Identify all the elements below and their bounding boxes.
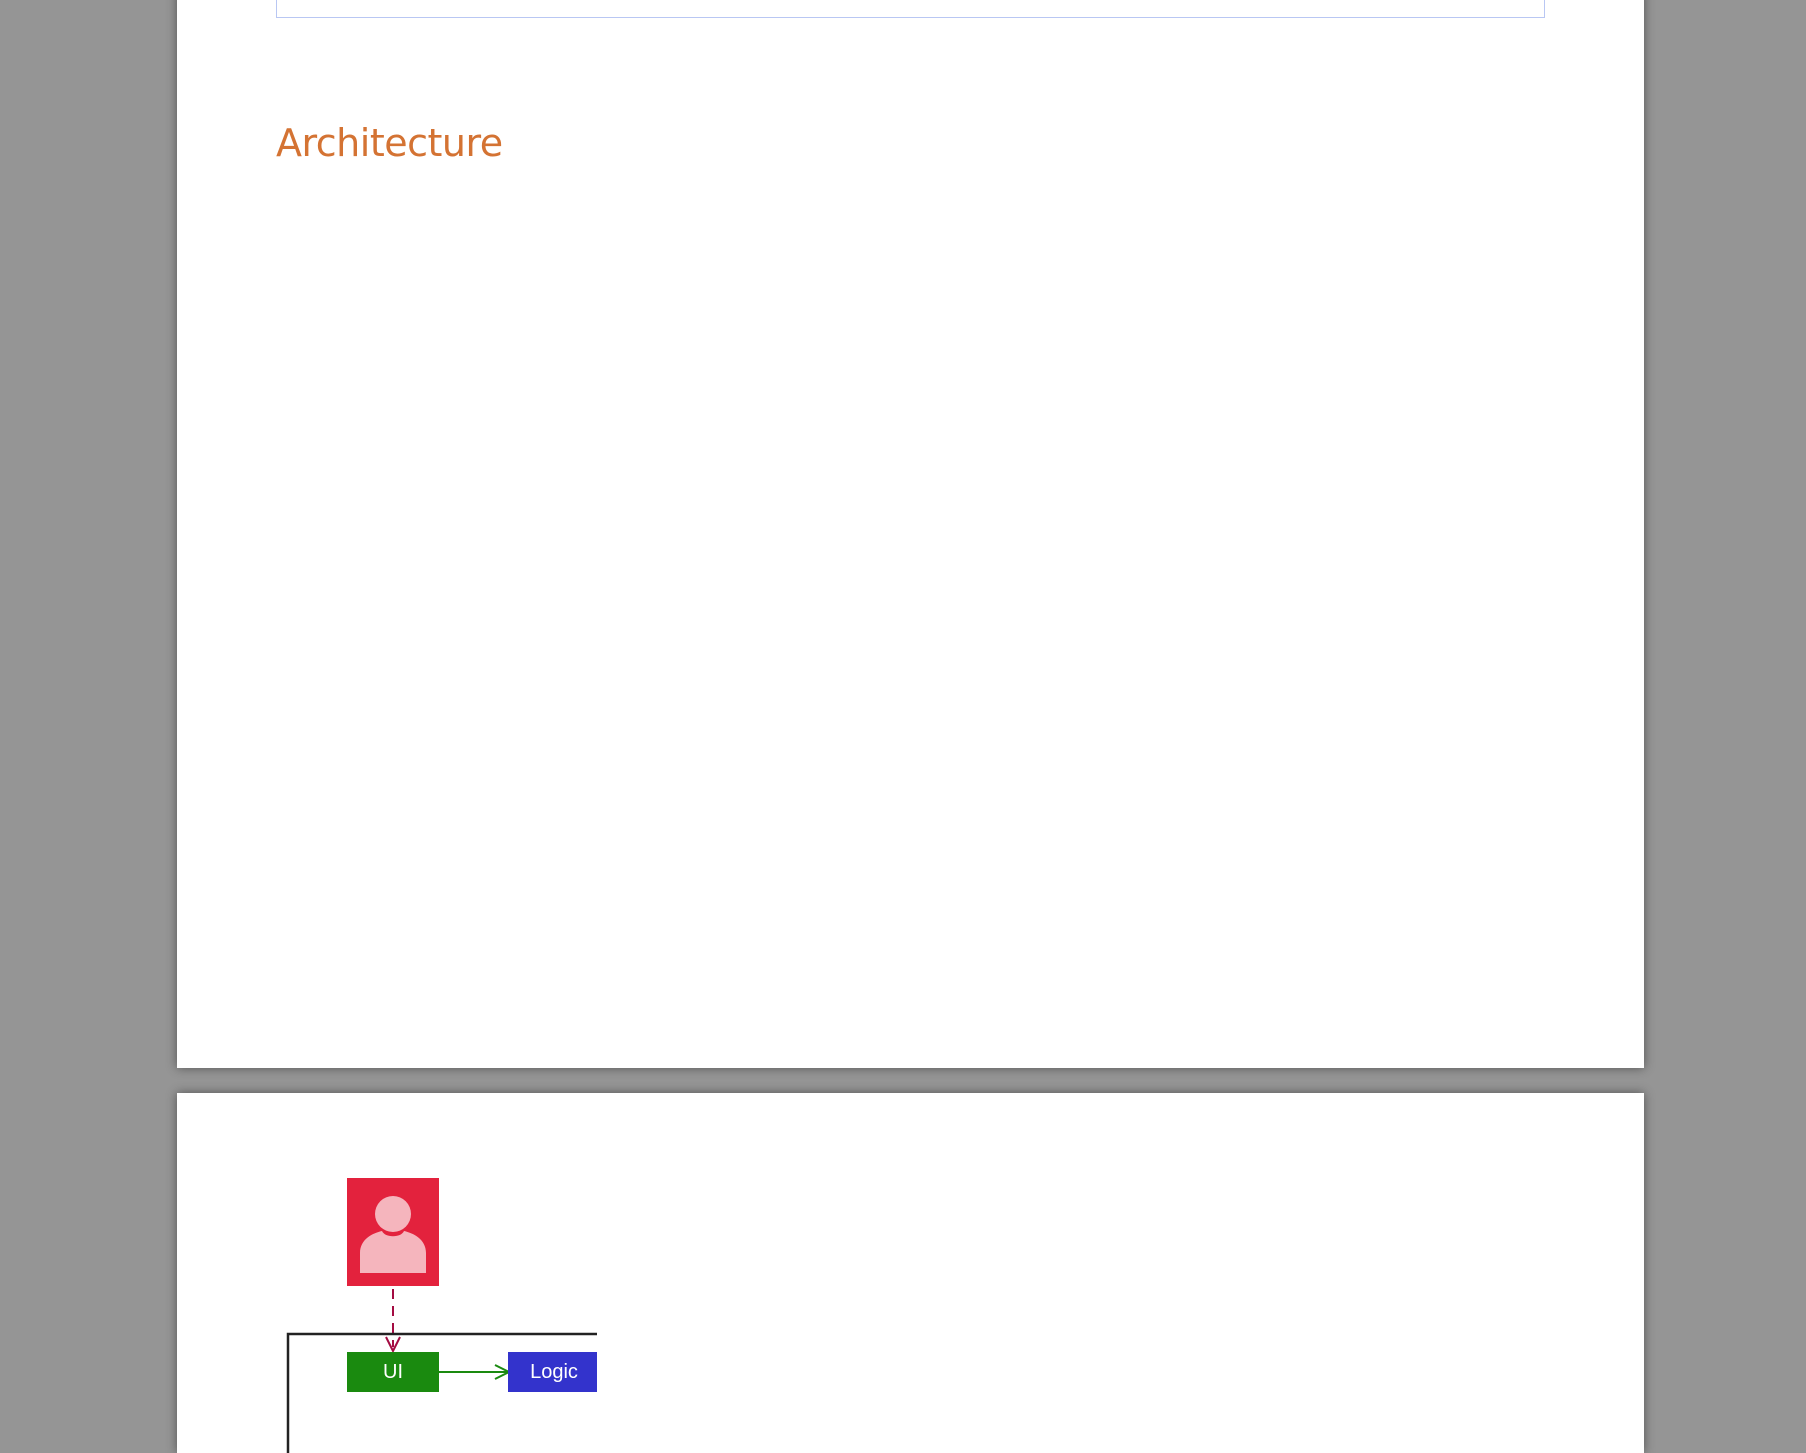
document-page-1: Architecture — [177, 0, 1644, 1068]
ui-component-label: UI — [383, 1361, 403, 1383]
logic-component-label: Logic — [530, 1361, 578, 1383]
architecture-diagram: UI Logic — [286, 1178, 597, 1453]
user-to-ui-arrowhead — [385, 1336, 401, 1354]
section-heading: Architecture — [276, 121, 503, 165]
app-container — [286, 1332, 597, 1453]
logic-component — [508, 1352, 597, 1392]
ui-component — [347, 1352, 439, 1392]
previous-content-box — [276, 0, 1545, 18]
user-icon — [360, 1196, 426, 1273]
document-page-2: UI Logic — [177, 1093, 1644, 1453]
